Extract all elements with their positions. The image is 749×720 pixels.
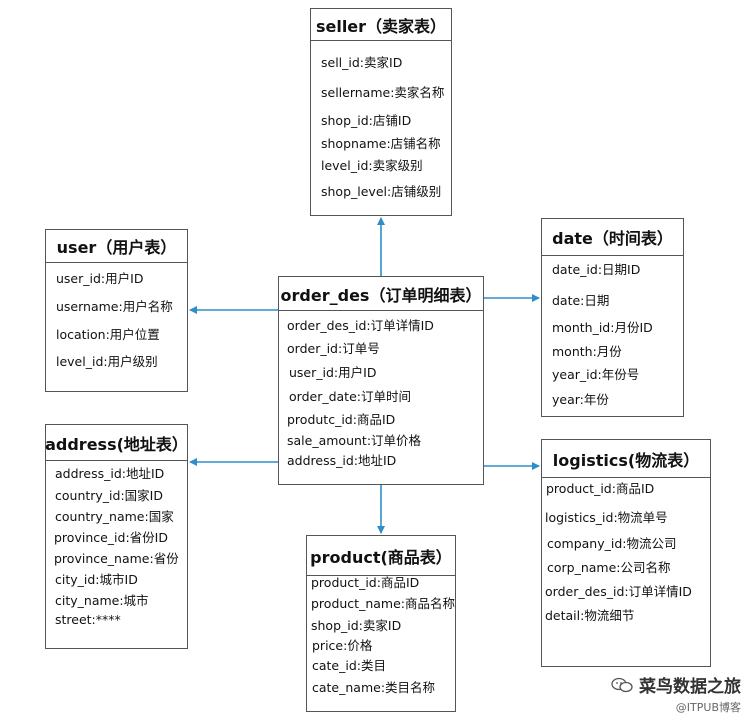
table-field: country_id:国家ID xyxy=(55,488,163,503)
table-field: shop_id:卖家ID xyxy=(311,618,402,633)
table-field: month_id:月份ID xyxy=(552,320,653,335)
logistics-table: logistics(物流表） product_id:商品ID logistics_i… xyxy=(541,439,711,667)
table-field: city_id:城市ID xyxy=(55,572,138,587)
table-field: shop_level:店铺级别 xyxy=(321,184,442,199)
watermark-title: 菜鸟数据之旅 xyxy=(639,677,741,697)
date-table-title: date（时间表） xyxy=(542,219,683,256)
table-field: company_id:物流公司 xyxy=(547,536,677,551)
watermark: 菜鸟数据之旅 @ITPUB博客 xyxy=(611,672,741,715)
table-field: logistics_id:物流单号 xyxy=(545,510,668,525)
table-field: location:用户位置 xyxy=(56,327,160,342)
table-field: province_name:省份 xyxy=(54,551,179,566)
table-field: product_name:商品名称 xyxy=(311,596,455,611)
table-field: level_id:卖家级别 xyxy=(321,158,423,173)
user-table-title: user（用户表） xyxy=(46,230,187,263)
watermark-subtitle: @ITPUB博客 xyxy=(675,701,741,714)
table-field: price:价格 xyxy=(312,638,373,653)
table-field: order_des_id:订单详情ID xyxy=(545,584,692,599)
table-field: country_name:国家 xyxy=(55,509,174,524)
table-field: detail:物流细节 xyxy=(545,608,635,623)
table-field: product_id:商品ID xyxy=(311,575,420,590)
table-field: date:日期 xyxy=(552,293,610,308)
seller-table-title: seller（卖家表） xyxy=(311,9,451,41)
table-field: shop_id:店铺ID xyxy=(321,113,412,128)
table-field: address_id:地址ID xyxy=(287,453,397,468)
table-field: user_id:用户ID xyxy=(289,365,377,380)
table-field: order_id:订单号 xyxy=(287,341,380,356)
table-field: level_id:用户级别 xyxy=(56,354,158,369)
table-field: sellername:卖家名称 xyxy=(321,85,445,100)
table-field: city_name:城市 xyxy=(55,593,149,608)
table-field: sale_amount:订单价格 xyxy=(287,433,422,448)
logistics-table-title: logistics(物流表） xyxy=(542,440,710,478)
table-field: produtc_id:商品ID xyxy=(287,412,396,427)
table-field: sell_id:卖家ID xyxy=(321,55,403,70)
table-field: order_des_id:订单详情ID xyxy=(287,318,434,333)
table-field: date_id:日期ID xyxy=(552,262,641,277)
table-field: username:用户名称 xyxy=(56,299,173,314)
table-field: shopname:店铺名称 xyxy=(321,136,441,151)
seller-table: seller（卖家表） sell_id:卖家ID sellername:卖家名称 sh… xyxy=(310,8,452,216)
table-field: order_date:订单时间 xyxy=(289,389,411,404)
order-des-table-title: order_des（订单明细表） xyxy=(279,277,483,311)
date-table: date（时间表） date_id:日期ID date:日期 month_id:月份I… xyxy=(541,218,684,417)
product-table: product(商品表）product_id:商品ID product_name:… xyxy=(306,535,456,712)
wechat-icon xyxy=(611,677,633,692)
table-field: product_id:商品ID xyxy=(546,481,655,496)
address-table-title: address(地址表） xyxy=(45,425,188,461)
table-field: cate_name:类目名称 xyxy=(312,680,436,695)
address-table: address(地址表） address_id:地址ID country_id:国家… xyxy=(45,424,188,649)
table-field: corp_name:公司名称 xyxy=(547,560,671,575)
table-field: province_id:省份ID xyxy=(54,530,168,545)
table-field: cate_id:类目 xyxy=(312,658,386,673)
user-table: user（用户表） user_id:用户ID username:用户名称 locati… xyxy=(45,229,188,392)
table-field: address_id:地址ID xyxy=(55,466,165,481)
table-field: year:年份 xyxy=(552,392,609,407)
product-table-title: product(商品表） xyxy=(307,536,455,576)
table-field: user_id:用户ID xyxy=(56,271,144,286)
table-field: month:月份 xyxy=(552,344,622,359)
table-field: year_id:年份号 xyxy=(552,367,640,382)
table-field: street:**** xyxy=(55,612,121,627)
